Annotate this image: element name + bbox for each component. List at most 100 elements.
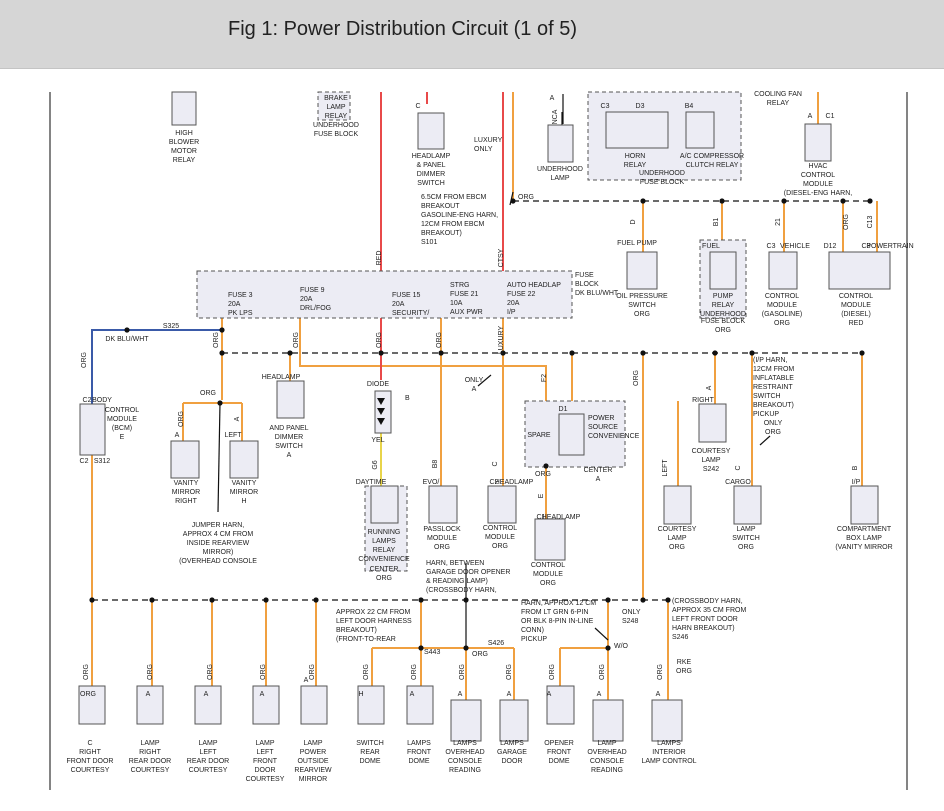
diagram-label: ORG (81, 352, 88, 368)
diagram-label: A (706, 385, 713, 390)
diagram-label: CLUTCH RELAY (686, 162, 739, 169)
diagram-label: ORG (200, 390, 216, 397)
overhead-console-reading-lamps-2 (592, 699, 624, 742)
diagram-label: CONTROL (801, 172, 835, 179)
diagram-label: APPROX 4 CM FROM (183, 531, 254, 538)
components (78, 91, 891, 742)
diagram-label: D3 (636, 103, 645, 110)
diagram-label: BLOCK (575, 281, 599, 288)
diagram-label: ORG (599, 664, 606, 680)
diagram-label: FUSE 3 (228, 292, 253, 299)
diagram-label: MODULE (803, 181, 833, 188)
diagram-label: RELAY (373, 547, 396, 554)
garage-door-opener (499, 699, 529, 742)
diagram-label: LAMP (550, 175, 569, 182)
splice-dot (418, 597, 424, 603)
diagram-label: ORG (492, 543, 508, 550)
vehicle-control-module (768, 251, 798, 290)
diagram-label: LAMP (326, 104, 345, 111)
splice-dot (438, 350, 444, 356)
splice-dot (219, 350, 225, 356)
splice-dot (569, 350, 575, 356)
diagram-label: ORG (411, 664, 418, 680)
diagram-label: C (492, 461, 499, 466)
diagram-label: ORG (715, 327, 731, 334)
diagram-label: C2 (490, 479, 499, 486)
underhood-lamp (547, 124, 574, 163)
diagram-label: FUSE 21 (450, 291, 479, 298)
splice-dot (781, 198, 787, 204)
splice-dot (719, 198, 725, 204)
diagram-label: LEFT (662, 459, 669, 477)
diagram-label: READING (591, 767, 623, 774)
diagram-label: BREAKOUT) (753, 402, 794, 409)
diagram-label: RIGHT (175, 498, 198, 505)
diagram-label: LAMPS (372, 538, 396, 545)
diagram-label: AND PANEL (269, 425, 308, 432)
diagram-label: A (472, 386, 477, 393)
diagram-label: (DIESEL) (841, 311, 871, 318)
diagram-label: DAYTIME (356, 479, 387, 486)
diagram-label: UNDERHOOD (639, 170, 685, 177)
diagram-label: D (630, 219, 637, 224)
splice-dot (209, 597, 215, 603)
powertrain-control-module (828, 251, 891, 290)
diagram-label: RIGHT (692, 397, 715, 404)
diagram-label: HARN, APPROX 12 CM (521, 600, 596, 607)
diagram-label: HVAC (809, 163, 828, 170)
diagram-label: CONVENIENCE (358, 556, 410, 563)
splice-dot (463, 597, 469, 603)
diagram-label: REARVIEW (294, 767, 332, 774)
diagram-label: ORG (634, 311, 650, 318)
diagram-label: C2 (83, 397, 92, 404)
diagram-label: C3 (601, 103, 610, 110)
labels: HIGHBLOWERMOTORRELAYBRAKELAMPRELAYUNDERH… (67, 91, 914, 783)
diagram-label: OVERHEAD (587, 749, 626, 756)
diagram-label: 20A (300, 296, 313, 303)
diagram-label: LAMP (198, 740, 217, 747)
diagram-label: G6 (372, 460, 379, 469)
diagram-label: FRONT (547, 749, 572, 756)
wire (759, 435, 771, 446)
diagram-label: LUXURY (474, 137, 503, 144)
diagram-label: LAMPS (407, 740, 431, 747)
splice-dot (463, 645, 469, 651)
diagram-label: LEFT (256, 749, 274, 756)
diagram-label: SWITCH (753, 393, 781, 400)
diagram-label: D12 (824, 243, 837, 250)
diagram-label: SOURCE (588, 424, 618, 431)
splice-dot (219, 327, 225, 333)
diagram-label: MIRROR (230, 489, 258, 496)
diagram-label: ORG (436, 332, 443, 348)
diagram-label: (CROSSBODY HARN, (426, 587, 497, 594)
diagram-label: STRG (450, 282, 469, 289)
diagram-label: A (204, 691, 209, 698)
diagram-label: 20A (392, 301, 405, 308)
diagram-label: ORG (657, 664, 664, 680)
diagram-label: S426 (488, 640, 504, 647)
diagram-label: RUNNING (368, 529, 401, 536)
diagram-label: COURTESY (189, 767, 228, 774)
ac-compressor-clutch-relay (685, 111, 715, 149)
diagram-label: CTSY (498, 248, 505, 267)
wire (594, 627, 609, 641)
diagram-label: ORG (363, 664, 370, 680)
diagram-label: READING (449, 767, 481, 774)
diagram-label: COURTESY (692, 448, 731, 455)
diagram-label: MODULE (427, 535, 457, 542)
diagram-label: CONSOLE (448, 758, 483, 765)
diagram-label: MOTOR (171, 148, 197, 155)
diagram-label: B (852, 465, 859, 470)
diagram-label: RELAY (712, 302, 735, 309)
diagram-label: JUMPER HARN, (192, 522, 245, 529)
diagram-label: ORG (669, 544, 685, 551)
diagram-label: MIRROR (172, 489, 200, 496)
splice-dot (124, 327, 130, 333)
wire (299, 310, 547, 404)
diagram-label: ORG (80, 691, 96, 698)
diagram-label: FUSE 22 (507, 291, 536, 298)
diagram-label: CENTER (584, 467, 613, 474)
splice-dot (867, 198, 873, 204)
diagram-label: ORG (207, 664, 214, 680)
diagram-label: & READING LAMP) (426, 578, 488, 585)
